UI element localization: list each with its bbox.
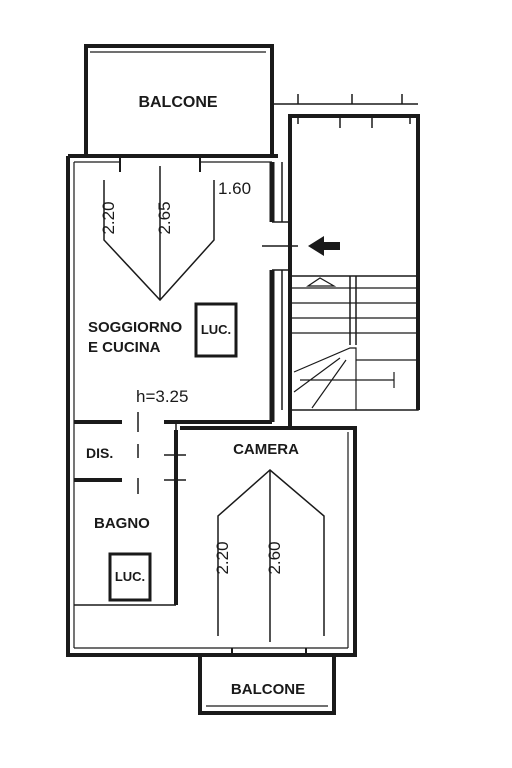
arrow-left-icon (308, 236, 340, 256)
balcony-bottom-outline (198, 653, 336, 715)
room-label-bathroom: BAGNO (94, 515, 150, 532)
skylight-label-bathroom: LUC. (115, 569, 145, 584)
dim-door-width: 1.60 (218, 179, 251, 198)
room-label-balcony-top: BALCONE (138, 94, 217, 111)
dim-height: h=3.25 (136, 387, 188, 406)
room-label-dis: DIS. (86, 445, 113, 461)
dim-living-low: 2.20 (99, 201, 118, 234)
living-ceiling-slope (103, 166, 215, 302)
dim-living-high: 2.65 (155, 201, 174, 234)
dim-bedroom-low: 2.20 (213, 541, 232, 574)
skylight-bathroom (108, 552, 152, 602)
room-label-living-line2: E CUCINA (88, 339, 161, 356)
skylight-label-living: LUC. (201, 322, 231, 337)
room-label-bedroom: CAMERA (233, 441, 299, 458)
room-label-balcony-bottom: BALCONE (231, 681, 305, 698)
dim-bedroom-high: 2.60 (265, 541, 284, 574)
bedroom-ceiling-slope (217, 469, 325, 642)
room-label-living: SOGGIORNO (88, 319, 183, 336)
skylight-living (194, 302, 238, 358)
stairs (289, 115, 419, 411)
